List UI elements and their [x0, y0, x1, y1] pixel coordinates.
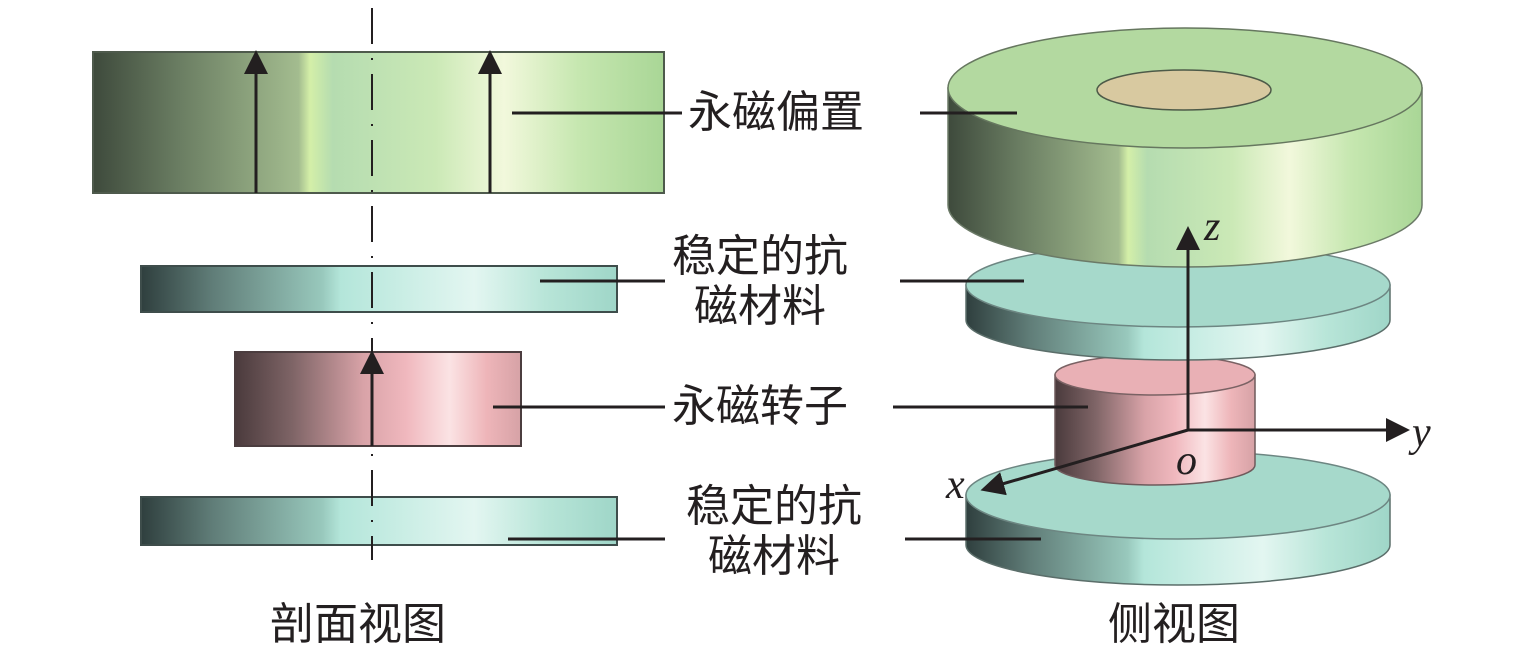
axis-label-y: y	[1412, 410, 1431, 456]
section-magnet-bias	[92, 51, 665, 194]
label-antimag-lower: 稳定的抗 磁材料	[686, 482, 862, 582]
side-magnet-bias-hole	[1096, 69, 1272, 111]
side-rotor-body	[1054, 374, 1256, 486]
label-antimag-upper-line1: 稳定的抗	[672, 231, 848, 282]
label-rotor: 永磁转子	[672, 381, 848, 432]
label-antimag-upper-line2: 磁材料	[694, 281, 826, 332]
side-view	[893, 27, 1423, 586]
label-antimag-upper: 稳定的抗 磁材料	[672, 232, 848, 332]
caption-section-view: 剖面视图	[270, 599, 446, 650]
axis-label-z: z	[1204, 204, 1221, 250]
x-axis	[980, 428, 1189, 496]
axis-label-origin: o	[1176, 438, 1197, 484]
section-antimag-upper	[140, 265, 618, 313]
label-antimag-lower-line2: 磁材料	[708, 531, 840, 582]
section-antimag-lower	[140, 496, 618, 546]
side-rotor-top	[1054, 354, 1256, 396]
caption-side-view: 侧视图	[1108, 599, 1240, 650]
label-magnet-bias: 永磁偏置	[688, 87, 864, 138]
section-rotor	[234, 351, 522, 447]
section-view	[92, 8, 682, 560]
label-antimag-lower-line1: 稳定的抗	[686, 481, 862, 532]
axis-label-x: x	[946, 462, 965, 508]
